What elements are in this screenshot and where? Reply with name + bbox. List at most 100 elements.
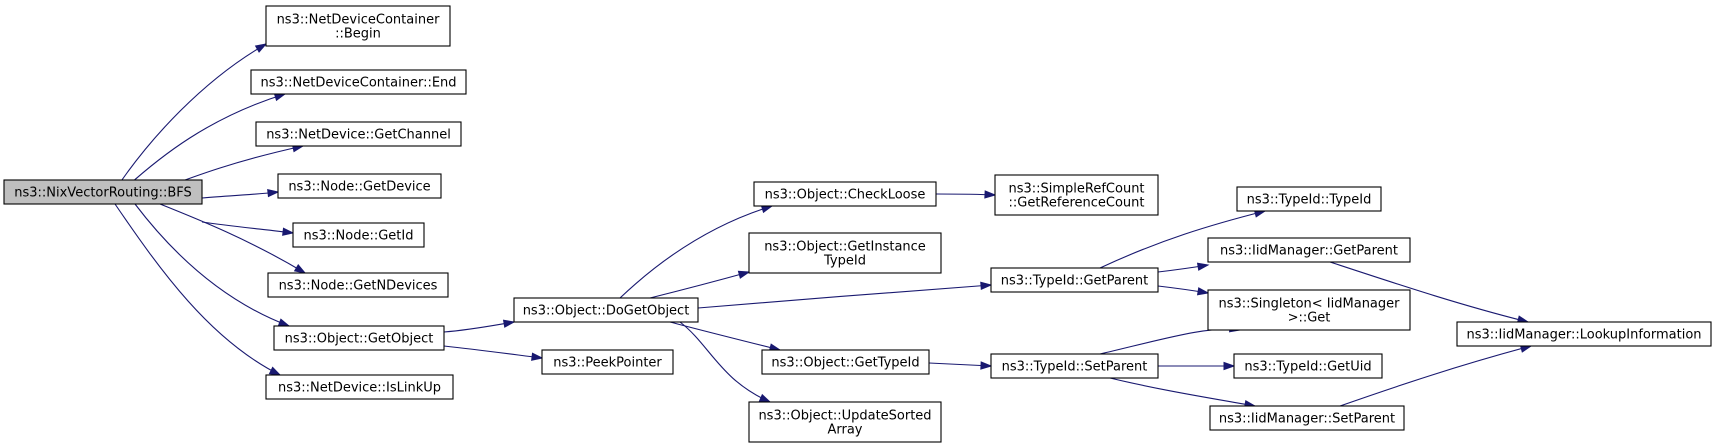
- node-label: ns3::IidManager::SetParent: [1219, 412, 1395, 427]
- node-box: [265, 5, 451, 47]
- edge-bfs-to-node_getdevice: [201, 188, 280, 199]
- node-obj-gettypeid[interactable]: ns3::Object::GetTypeId: [761, 349, 930, 375]
- node-label: ::GetReferenceCount: [1009, 196, 1145, 211]
- edge-line: [1099, 328, 1241, 355]
- node-box: [994, 174, 1159, 216]
- arrowhead: [1196, 287, 1210, 296]
- node-ndc-end[interactable]: ns3::NetDeviceContainer::End: [250, 69, 467, 95]
- node-box: [265, 374, 454, 400]
- edge-obj_dogetobject-to-obj_getinstancetypeid: [649, 270, 751, 299]
- edge-obj_getobject-to-peekpointer: [443, 345, 544, 361]
- arrowhead: [502, 319, 516, 328]
- node-typeid-getuid[interactable]: ns3::TypeId::GetUid: [1233, 353, 1383, 379]
- arrowhead: [737, 270, 751, 279]
- edge-line: [112, 43, 267, 194]
- node-obj-getobject[interactable]: ns3::Object::GetObject: [273, 325, 445, 351]
- node-label: ns3::NetDevice::IsLinkUp: [278, 381, 441, 396]
- node-box: [267, 272, 449, 298]
- node-label: ns3::IidManager::LookupInformation: [1466, 328, 1701, 343]
- node-typeid-setparent[interactable]: ns3::TypeId::SetParent: [990, 353, 1159, 379]
- node-label: ns3::Object::DoGetObject: [523, 304, 690, 319]
- arrowhead: [531, 352, 544, 361]
- node-typeid-getparent[interactable]: ns3::TypeId::GetParent: [990, 267, 1159, 293]
- node-box: [1207, 289, 1411, 331]
- node-node-getndevices[interactable]: ns3::Node::GetNDevices: [267, 272, 449, 298]
- arrowhead: [267, 188, 280, 198]
- node-box: [761, 349, 930, 375]
- edge-obj_gettypeid-to-typeid_setparent: [928, 361, 993, 370]
- node-box: [1456, 321, 1712, 347]
- edge-line: [119, 93, 286, 194]
- edge-obj_dogetobject-to-typeid_getparent: [697, 281, 993, 309]
- node-typeid-typeid[interactable]: ns3::TypeId::TypeId: [1236, 186, 1382, 212]
- arrowhead: [980, 361, 993, 370]
- edge-bfs-to-node_getid: [201, 221, 295, 236]
- arrowhead: [282, 227, 295, 236]
- arrowhead: [273, 93, 287, 102]
- edge-line: [679, 321, 771, 403]
- edge-line: [669, 321, 781, 351]
- node-box: [273, 325, 445, 351]
- edge-line: [134, 203, 290, 327]
- node-iid-setparent[interactable]: ns3::IidManager::SetParent: [1209, 405, 1405, 431]
- node-box: [3, 179, 203, 205]
- node-label: Array: [827, 423, 862, 438]
- node-box: [990, 353, 1159, 379]
- node-box: [1233, 353, 1383, 379]
- node-label: ns3::Node::GetId: [304, 229, 414, 244]
- node-label: ::Begin: [335, 27, 381, 42]
- node-nd-islinkup[interactable]: ns3::NetDevice::IsLinkUp: [265, 374, 454, 400]
- node-singleton-get[interactable]: ns3::Singleton< IidManager>::Get: [1207, 289, 1411, 331]
- edge-typeid_getparent-to-iid_getparent: [1157, 262, 1210, 273]
- arrowhead: [1196, 262, 1210, 271]
- edge-line: [443, 321, 515, 333]
- edge-bfs-to-node_getndevices: [159, 203, 307, 274]
- node-box: [277, 173, 442, 199]
- node-label: >::Get: [1288, 311, 1331, 326]
- node-iid-getparent[interactable]: ns3::IidManager::GetParent: [1207, 237, 1411, 263]
- node-box: [748, 232, 942, 274]
- arrowhead: [758, 393, 772, 403]
- node-label: ns3::PeekPointer: [553, 356, 662, 371]
- node-node-getdevice[interactable]: ns3::Node::GetDevice: [277, 173, 442, 199]
- node-label: ns3::NetDeviceContainer: [277, 13, 441, 28]
- node-label: ns3::TypeId::SetParent: [1002, 360, 1148, 375]
- arrowhead: [293, 263, 307, 274]
- node-box: [1209, 405, 1405, 431]
- node-peekpointer[interactable]: ns3::PeekPointer: [541, 349, 674, 375]
- node-iid-lookupinformation[interactable]: ns3::IidManager::LookupInformation: [1456, 321, 1712, 347]
- edge-obj_dogetobject-to-obj_gettypeid: [669, 321, 782, 352]
- arrowhead: [268, 366, 282, 376]
- node-label: ns3::Object::CheckLoose: [765, 188, 926, 203]
- node-box: [541, 349, 674, 375]
- node-srf-getreferencecount[interactable]: ns3::SimpleRefCount::GetReferenceCount: [994, 174, 1159, 216]
- edge-bfs-to-ndc_begin: [112, 43, 268, 194]
- node-ndc-begin[interactable]: ns3::NetDeviceContainer::Begin: [265, 5, 451, 47]
- node-node-getid[interactable]: ns3::Node::GetId: [292, 222, 425, 248]
- node-box: [753, 181, 937, 207]
- node-obj-dogetobject[interactable]: ns3::Object::DoGetObject: [513, 297, 699, 323]
- node-label: ns3::Node::GetNDevices: [279, 279, 438, 294]
- node-label: ns3::NetDevice::GetChannel: [266, 128, 451, 143]
- edge-obj_getobject-to-obj_dogetobject: [443, 319, 516, 333]
- node-obj-checkloose[interactable]: ns3::Object::CheckLoose: [753, 181, 937, 207]
- edge-line: [1339, 345, 1532, 407]
- node-box: [292, 222, 425, 248]
- node-label: ns3::IidManager::GetParent: [1220, 244, 1398, 259]
- arrowhead: [254, 43, 268, 53]
- node-nd-getchannel[interactable]: ns3::NetDevice::GetChannel: [255, 121, 462, 147]
- node-label: ns3::Object::GetTypeId: [771, 356, 919, 371]
- edge-line: [159, 203, 306, 274]
- node-box: [255, 121, 462, 147]
- node-label: ns3::TypeId::GetUid: [1244, 360, 1371, 375]
- arrowhead: [984, 190, 997, 199]
- node-box: [1207, 237, 1411, 263]
- node-label: ns3::NixVectorRouting::BFS: [14, 186, 192, 201]
- edge-line: [443, 345, 543, 359]
- node-label: TypeId: [823, 254, 866, 269]
- node-box: [990, 267, 1159, 293]
- arrowhead: [760, 205, 774, 214]
- node-bfs[interactable]: ns3::NixVectorRouting::BFS: [3, 179, 203, 205]
